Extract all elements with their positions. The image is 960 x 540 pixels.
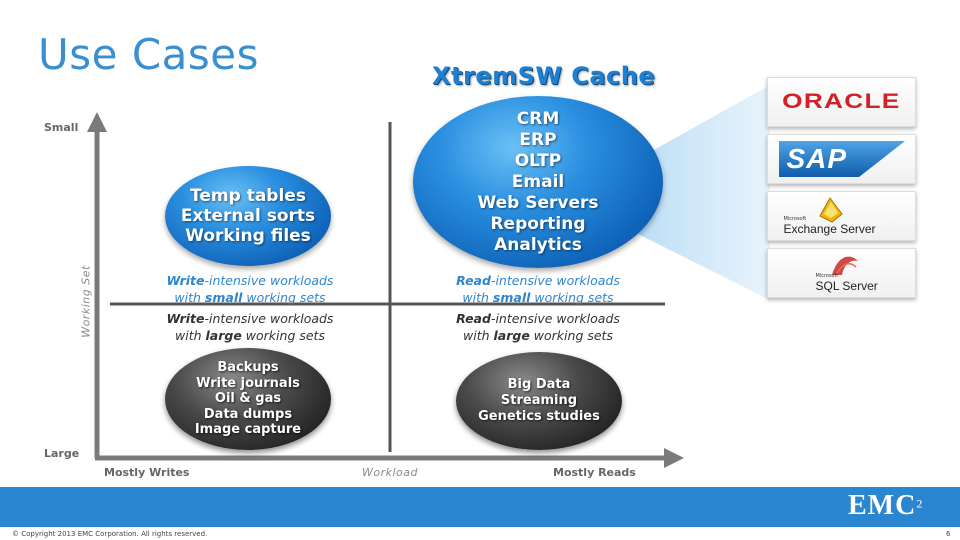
y-axis-bottom-label: Large xyxy=(44,447,80,460)
bubble-line: ERP xyxy=(519,129,557,150)
quad-lead: Read xyxy=(456,311,491,326)
exchange-logo: Microsoft Exchange Server xyxy=(772,194,912,238)
exchange-icon xyxy=(818,197,843,223)
bubble-line: Data dumps xyxy=(203,406,293,422)
sql-server-text: SQL Server xyxy=(815,279,878,293)
quad-mid: -intensive workloads xyxy=(204,311,334,326)
sql-server-logo-card: Microsoft SQL Server xyxy=(767,248,916,298)
bubble-line: Backups xyxy=(217,360,279,376)
quad-mid: -intensive workloads xyxy=(490,311,620,326)
quad-lead: Read xyxy=(456,273,491,288)
sap-logo-card: SAP xyxy=(767,134,916,184)
quad-post: working sets xyxy=(530,290,614,305)
exchange-logo-card: Microsoft Exchange Server xyxy=(767,191,916,241)
x-axis-title: Workload xyxy=(361,466,418,479)
y-axis-arrow xyxy=(87,112,107,132)
bubble-read-small: CRM ERP OLTP Email Web Servers Reporting… xyxy=(413,96,663,268)
bubble-line: CRM xyxy=(516,108,560,129)
bubble-line: Big Data xyxy=(507,377,571,392)
bubble-line: Working files xyxy=(185,226,311,246)
y-axis-top-label: Small xyxy=(44,121,79,134)
bubble-line: OLTP xyxy=(514,150,562,171)
page-title: Use Cases xyxy=(38,30,259,79)
quad-pre: with xyxy=(174,290,205,305)
bubble-line: Reporting xyxy=(490,213,586,234)
sap-logo-wrap: SAP xyxy=(777,139,907,179)
bubble-line: Image capture xyxy=(194,422,302,438)
quad-mid: -intensive workloads xyxy=(204,273,334,288)
exchange-microsoft-text: Microsoft xyxy=(783,216,807,222)
bubble-write-small: Temp tables External sorts Working files xyxy=(165,166,331,266)
emc-logo: EMC2 xyxy=(848,490,948,524)
quad-lead: Write xyxy=(166,273,205,288)
quad-pre: with xyxy=(462,290,493,305)
quadrant-write-large-label: Write-intensive workloads with large wor… xyxy=(130,310,370,344)
sap-logo-shape xyxy=(778,141,905,177)
quadrant-read-small-label: Read-intensive workloads with small work… xyxy=(418,272,658,306)
copyright-notice: © Copyright 2013 EMC Corporation. All ri… xyxy=(12,530,208,538)
quad-post: working sets xyxy=(529,328,613,343)
emc-logo-sup: 2 xyxy=(916,496,923,511)
quad-pre: with xyxy=(463,328,494,343)
x-axis-arrow xyxy=(664,448,684,468)
bubble-line: Write journals xyxy=(196,375,300,391)
x-axis-left-label: Mostly Writes xyxy=(104,466,190,479)
bubble-line: External sorts xyxy=(180,206,316,226)
sap-logo-text: SAP xyxy=(786,143,848,174)
quad-mid: -intensive workloads xyxy=(490,273,620,288)
x-axis-right-label: Mostly Reads xyxy=(553,466,636,479)
y-axis-title: Working Set xyxy=(79,265,93,338)
sql-server-icon xyxy=(831,256,858,276)
bubble-write-large: Backups Write journals Oil & gas Data du… xyxy=(165,348,331,450)
bubble-line: Streaming xyxy=(500,393,578,408)
page-number: 6 xyxy=(946,530,951,538)
xtremsw-cache-label: XtremSW Cache xyxy=(432,62,656,90)
exchange-server-text: Exchange Server xyxy=(783,222,876,236)
quad-pre: with xyxy=(175,328,206,343)
quad-post: working sets xyxy=(242,290,326,305)
quad-lead: Write xyxy=(166,311,205,326)
sql-server-logo: Microsoft SQL Server xyxy=(772,251,912,295)
sql-microsoft-text: Microsoft xyxy=(815,273,839,279)
cache-beam xyxy=(600,85,770,300)
bubble-read-large: Big Data Streaming Genetics studies xyxy=(456,352,622,450)
oracle-logo: ORACLE xyxy=(782,90,901,113)
quad-key: large xyxy=(205,328,242,343)
quad-key: small xyxy=(204,290,243,305)
bubble-line: Oil & gas xyxy=(214,391,282,407)
bubble-line: Analytics xyxy=(494,234,582,255)
quad-key: large xyxy=(493,328,530,343)
oracle-logo-card: ORACLE xyxy=(767,77,916,127)
bubble-line: Temp tables xyxy=(190,186,306,206)
footer-bar xyxy=(0,487,960,527)
quadrant-read-large-label: Read-intensive workloads with large work… xyxy=(418,310,658,344)
quad-key: small xyxy=(492,290,531,305)
quadrant-write-small-label: Write-intensive workloads with small wor… xyxy=(130,272,370,306)
emc-logo-text: EMC xyxy=(848,490,917,521)
bubble-line: Genetics studies xyxy=(478,409,600,424)
bubble-line: Web Servers xyxy=(477,192,599,213)
bubble-line: Email xyxy=(511,171,565,192)
quad-post: working sets xyxy=(241,328,325,343)
